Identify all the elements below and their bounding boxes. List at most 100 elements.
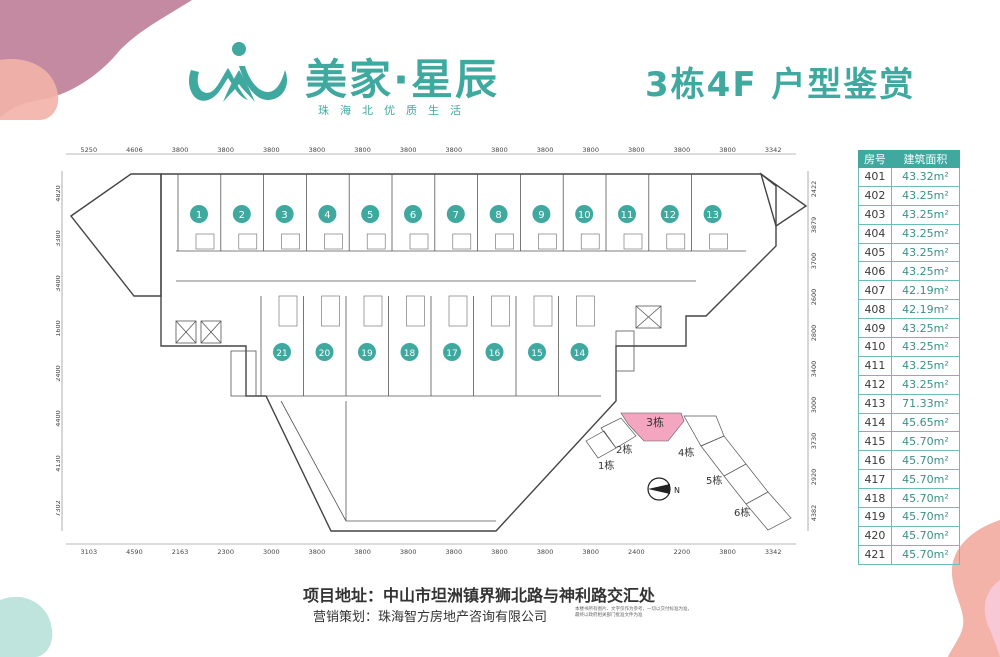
dimension-label: 3000 bbox=[810, 397, 818, 414]
unit-area: 45.65m² bbox=[890, 412, 961, 433]
bathroom-block bbox=[491, 295, 510, 327]
unit-circle bbox=[273, 343, 291, 361]
stair-and-elevator bbox=[175, 305, 662, 397]
unit-circle bbox=[528, 343, 546, 361]
unit-circle bbox=[660, 205, 679, 223]
compass-icon: N bbox=[647, 477, 680, 501]
left-bottom-blob bbox=[0, 596, 53, 657]
dimension-label: 5250 bbox=[81, 146, 98, 154]
bathroom-block bbox=[406, 295, 425, 327]
unit-number: 404 bbox=[858, 223, 892, 244]
unit-number: 408 bbox=[858, 299, 892, 320]
dimension-label: 4820 bbox=[56, 185, 62, 202]
unit-area: 71.33m² bbox=[890, 393, 961, 414]
dimension-label: 3800 bbox=[582, 548, 599, 556]
bathroom-block bbox=[281, 233, 300, 250]
dimension-label: 3800 bbox=[172, 146, 189, 154]
unit-area: 43.25m² bbox=[890, 242, 961, 263]
bathroom-block bbox=[195, 233, 215, 250]
bathroom-block bbox=[321, 295, 340, 327]
dimension-lines bbox=[61, 153, 809, 545]
bathroom-block bbox=[238, 233, 258, 250]
dimension-label: 4130 bbox=[56, 455, 62, 472]
unit-area: 43.25m² bbox=[890, 318, 961, 339]
unit-circle bbox=[318, 205, 337, 223]
dimension-label: 2163 bbox=[172, 548, 189, 556]
marketing-agent: 营销策划：珠海智方房地产咨询有限公司 bbox=[313, 610, 548, 625]
unit-number-label: 21 bbox=[276, 349, 287, 359]
table-header-unit: 房号 bbox=[858, 150, 892, 168]
dimension-label: 1600 bbox=[56, 320, 62, 337]
unit-area: 43.32m² bbox=[890, 167, 961, 187]
unit-area: 43.25m² bbox=[890, 355, 961, 376]
dimension-label: 3879 bbox=[810, 217, 818, 234]
unit-number: 405 bbox=[858, 242, 892, 263]
unit-number: 403 bbox=[858, 204, 892, 225]
dimension-label: 2600 bbox=[810, 289, 818, 306]
dimension-label: 3800 bbox=[309, 548, 326, 556]
unit-number-label: 17 bbox=[446, 349, 457, 359]
unit-number: 421 bbox=[858, 544, 892, 565]
project-address: 项目地址：中山市坦洲镇界狮北路与神利路交汇处 bbox=[303, 586, 656, 605]
svg-text:N: N bbox=[674, 486, 680, 495]
dimension-label: 3800 bbox=[719, 548, 736, 556]
unit-area: 45.70m² bbox=[890, 488, 961, 509]
bathroom-block bbox=[576, 295, 595, 327]
site-buildings bbox=[585, 415, 792, 531]
dimension-label: 3800 bbox=[537, 548, 554, 556]
bathroom-block bbox=[452, 233, 472, 250]
unit-area: 45.70m² bbox=[890, 431, 961, 452]
bathroom-block bbox=[363, 295, 383, 327]
dimension-label: 3800 bbox=[400, 146, 417, 154]
dimension-label: 3800 bbox=[354, 146, 371, 154]
dimension-label: 3380 bbox=[56, 230, 62, 247]
lower-unit-walls bbox=[260, 295, 595, 396]
bathroom-block bbox=[533, 295, 553, 327]
dimension-label: 3800 bbox=[263, 146, 280, 154]
unit-number: 401 bbox=[858, 167, 892, 187]
dimension-label: 3800 bbox=[491, 146, 508, 154]
dimension-label: 2300 bbox=[217, 548, 234, 556]
unit-number-label: 14 bbox=[574, 349, 586, 359]
dimension-label: 2400 bbox=[56, 365, 62, 382]
unit-area: 42.19m² bbox=[890, 299, 961, 320]
bathroom-block bbox=[580, 233, 600, 250]
unit-circle bbox=[443, 343, 461, 361]
unit-number: 409 bbox=[858, 318, 892, 339]
dimension-label: 3800 bbox=[491, 548, 508, 556]
unit-number: 414 bbox=[858, 412, 892, 433]
unit-number: 415 bbox=[858, 431, 892, 452]
unit-area: 45.70m² bbox=[890, 507, 961, 527]
dimension-label: 3400 bbox=[810, 361, 818, 378]
unit-number-label: 20 bbox=[319, 349, 331, 359]
dimension-label: 2422 bbox=[810, 181, 818, 198]
unit-number-label: 1 bbox=[196, 210, 202, 221]
unit-number: 419 bbox=[858, 507, 892, 527]
dimension-label: 2800 bbox=[810, 325, 818, 342]
unit-number-label: 10 bbox=[578, 210, 591, 221]
bathroom-block bbox=[278, 295, 298, 327]
unit-area: 43.25m² bbox=[890, 374, 961, 395]
dimension-label: 2200 bbox=[674, 548, 691, 556]
unit-number: 407 bbox=[858, 280, 892, 301]
unit-circle bbox=[275, 205, 294, 223]
site-label-building-6: 6栋 bbox=[734, 506, 750, 519]
unit-area: 43.25m² bbox=[890, 337, 961, 357]
dimension-label: 3800 bbox=[217, 146, 234, 154]
building-outline bbox=[69, 172, 808, 532]
unit-number-label: 19 bbox=[361, 349, 373, 359]
unit-circle bbox=[570, 343, 589, 361]
unit-number: 412 bbox=[858, 374, 892, 395]
site-label-building-3: 3栋 bbox=[646, 415, 664, 429]
dimension-label: 7302 bbox=[56, 500, 62, 517]
